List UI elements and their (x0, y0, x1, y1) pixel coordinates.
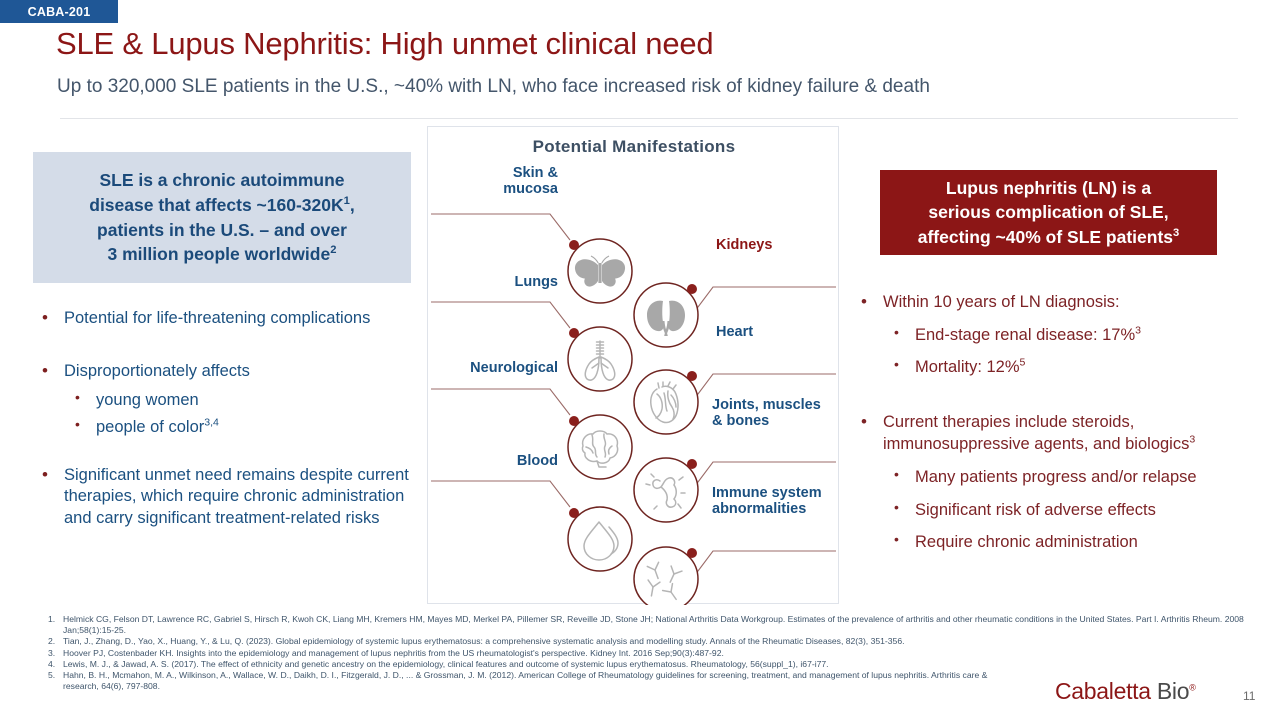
lupus-nephritis-callout-text: Lupus nephritis (LN) is a serious compli… (912, 176, 1186, 250)
node-immune-system-abnormalities (633, 546, 699, 605)
r-callout-line-1: Lupus nephritis (LN) is a (945, 177, 1152, 198)
sle-prevalence-callout-text: SLE is a chronic autoimmune disease that… (89, 169, 355, 265)
callout-line-1: SLE is a chronic autoimmune (99, 169, 345, 190)
page-subtitle: Up to 320,000 SLE patients in the U.S., … (57, 76, 930, 97)
label-lungs: Lungs (514, 274, 559, 290)
list-item: Potential for life-threatening complicat… (39, 307, 429, 330)
footnote-number: 4. (48, 658, 56, 669)
sle-prevalence-callout: SLE is a chronic autoimmune disease that… (33, 152, 411, 283)
r-callout-line-3: affecting ~40% of SLE patients (917, 226, 1174, 247)
footnote-item: 3. Hoover PJ, Costenbader KH. Insights in… (48, 648, 1248, 659)
connector-joints (691, 461, 836, 491)
callout-sup-1: 1 (343, 194, 350, 207)
page-number: 11 (1243, 689, 1256, 703)
footnote-number: 5. (48, 669, 56, 680)
connector-immune (691, 550, 836, 580)
list-item: Disproportionately affects (39, 360, 429, 383)
list-item: Within 10 years of LN diagnosis: (858, 291, 1273, 314)
footnote-item: 4. Lewis, M. J., & Jawad, A. S. (2017). T… (48, 659, 1248, 670)
connector-blood (431, 480, 571, 508)
label-skin-line1: Skin & (512, 165, 558, 181)
node-kidneys (633, 282, 699, 348)
callout-line-2: disease that affects ~160-320K (89, 194, 344, 215)
list-item-label: people of color (96, 418, 205, 437)
callout-line-3: patients in the U.S. – and over (97, 219, 347, 240)
list-item-sup: 3 (1135, 324, 1142, 337)
list-item: Mortality: 12%5 (858, 355, 1273, 378)
list-item: Require chronic administration (858, 530, 1273, 553)
footnote-text: Lewis, M. J., & Jawad, A. S. (2017). The… (63, 658, 829, 669)
connector-heart (691, 373, 836, 403)
node-neurological (567, 414, 633, 480)
node-blood (567, 506, 633, 572)
label-joints-muscles-bones: Joints, muscles & bones (712, 397, 840, 430)
list-item-label: Current therapies include steroids, immu… (883, 413, 1190, 453)
list-item-sup: 3,4 (204, 416, 219, 429)
node-joints-muscles-bones (633, 457, 699, 523)
footnote-number: 1. (48, 614, 56, 624)
label-immune-line2: abnormalities (712, 501, 807, 518)
r-callout-line-2: serious complication of SLE, (928, 202, 1169, 223)
footnote-number: 3. (48, 647, 56, 658)
label-immune-system: Immune system abnormalities (712, 485, 840, 518)
connector-kidneys (691, 286, 836, 316)
list-item-label: Mortality: 12% (915, 357, 1020, 376)
footnote-item: 2. Tian, J., Zhang, D., Yao, X., Huang, Y… (48, 636, 1248, 647)
connector-neuro (431, 388, 571, 416)
header-divider (60, 118, 1238, 119)
company-logo: Cabaletta Bio® (1055, 678, 1196, 705)
list-item: Significant unmet need remains despite c… (39, 464, 429, 529)
list-item: people of color3,4 (39, 415, 429, 438)
registered-mark-icon: ® (1189, 682, 1196, 693)
list-item-label: End-stage renal disease: 17% (915, 326, 1136, 345)
footnote-number: 2. (48, 636, 56, 647)
r-callout-sup: 3 (1173, 226, 1180, 239)
list-item: Current therapies include steroids, immu… (858, 411, 1273, 455)
callout-sup-2: 2 (330, 244, 337, 257)
node-skin-mucosa (567, 238, 633, 304)
list-item-sup: 5 (1019, 356, 1026, 369)
node-lungs (567, 326, 633, 392)
lupus-nephritis-callout: Lupus nephritis (LN) is a serious compli… (880, 170, 1217, 255)
left-bullet-list: Potential for life-threatening complicat… (39, 307, 429, 533)
right-bullet-list: Within 10 years of LN diagnosis: End-sta… (858, 291, 1273, 558)
list-item: Many patients progress and/or relapse (858, 465, 1273, 488)
diagram-title: Potential Manifestations (532, 137, 736, 156)
list-item: Significant risk of adverse effects (858, 498, 1273, 521)
footnote-list: 1. Helmick CG, Felson DT, Lawrence RC, Ga… (48, 614, 1248, 692)
footnote-item: 5. Hahn, B. H., Mcmahon, M. A., Wilkinson… (48, 670, 988, 692)
footnote-text: Tian, J., Zhang, D., Yao, X., Huang, Y.,… (63, 636, 905, 647)
label-joints-line1: Joints, muscles (712, 397, 821, 413)
label-skin-line2: mucosa (503, 181, 558, 198)
label-joints-line2: & bones (712, 413, 770, 430)
logo-word-2: Bio (1156, 678, 1190, 704)
list-item: young women (39, 388, 429, 411)
footnote-text: Hoover PJ, Costenbader KH. Insights into… (63, 647, 724, 658)
footnote-text: Helmick CG, Felson DT, Lawrence RC, Gabr… (63, 614, 1244, 636)
diagram-canvas: .conn { stroke:#9b6b68; stroke-width:1.1… (431, 213, 836, 605)
logo-word-1: Cabaletta (1055, 678, 1151, 704)
callout-line-4: 3 million people worldwide (107, 244, 331, 265)
manifestations-diagram: Potential Manifestations .conn { stroke:… (427, 126, 840, 605)
connector-lungs (431, 301, 571, 329)
label-heart: Heart (716, 324, 754, 340)
label-skin-mucosa: Skin & mucosa (448, 165, 558, 198)
label-blood: Blood (516, 453, 558, 469)
label-immune-line1: Immune system (712, 485, 822, 501)
connector-skin (431, 213, 571, 241)
label-kidneys: Kidneys (716, 237, 773, 253)
footnote-item: 1. Helmick CG, Felson DT, Lawrence RC, Ga… (48, 614, 1248, 636)
footnote-text: Hahn, B. H., Mcmahon, M. A., Wilkinson, … (63, 669, 988, 692)
list-item-sup: 3 (1189, 433, 1196, 446)
page-title: SLE & Lupus Nephritis: High unmet clinic… (56, 26, 714, 61)
list-item: End-stage renal disease: 17%3 (858, 323, 1273, 346)
program-badge: CABA-201 (0, 0, 118, 23)
label-neurological: Neurological (470, 360, 558, 376)
node-heart (633, 369, 699, 435)
